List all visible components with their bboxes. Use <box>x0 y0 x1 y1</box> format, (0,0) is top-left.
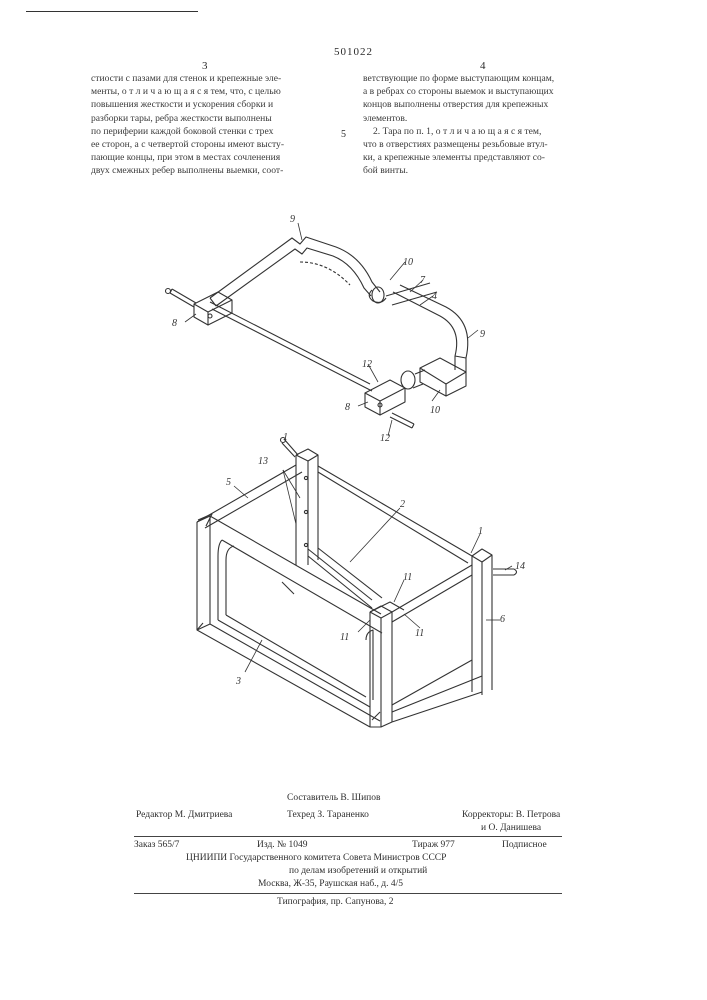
text-line: 2. Тара по п. 1, о т л и ч а ю щ а я с я… <box>363 125 608 138</box>
text-line: ки, а крепежные элементы представляют со… <box>363 151 608 164</box>
margin-line-number: 5 <box>341 129 346 140</box>
text-line: повышения жесткости и ускорения сборки и <box>91 98 321 111</box>
label-5: 5 <box>226 477 231 488</box>
label-8: 8 <box>172 318 177 329</box>
divider <box>134 893 562 894</box>
correctors: Корректоры: В. Петрова <box>462 810 560 820</box>
label-10: 10 <box>403 257 413 268</box>
label-3: 3 <box>235 676 241 687</box>
technical-drawing: 9 10 7 4 9 8 12 8 10 12 1 13 5 2 1 14 11… <box>0 200 707 760</box>
text-line: менты, о т л и ч а ю щ а я с я тем, что,… <box>91 85 321 98</box>
label-13: 13 <box>258 456 268 467</box>
organization: ЦНИИПИ Государственного комитета Совета … <box>186 853 446 863</box>
label-1: 1 <box>283 432 288 443</box>
left-column-number: 3 <box>202 60 208 72</box>
order-number: Заказ 565/7 <box>134 840 179 850</box>
top-rule <box>26 11 198 12</box>
label-11: 11 <box>415 628 424 639</box>
text-line: а в ребрах со стороны выемок и выступающ… <box>363 85 608 98</box>
label-9: 9 <box>290 214 295 225</box>
claims-left-column: стиости с пазами для стенок и крепежные … <box>91 72 321 178</box>
text-line: по периферии каждой боковой стенки с тре… <box>91 125 321 138</box>
text-line: элементов. <box>363 112 608 125</box>
text-line: бой винты. <box>363 164 608 177</box>
correctors-continued: и О. Данишева <box>481 823 541 833</box>
label-14: 14 <box>515 561 525 572</box>
patent-number: 501022 <box>0 46 707 58</box>
edition-number: Изд. № 1049 <box>257 840 307 850</box>
label-8: 8 <box>345 402 350 413</box>
label-1: 1 <box>478 526 483 537</box>
text-line: двух смежных ребер выполнены выемки, соо… <box>91 164 321 177</box>
label-11: 11 <box>403 572 412 583</box>
text-line: концов выполнены отверстия для крепежных <box>363 98 608 111</box>
label-6: 6 <box>500 614 505 625</box>
text-line: ветствующие по форме выступающим концам, <box>363 72 608 85</box>
organization-address: Москва, Ж-35, Раушская наб., д. 4/5 <box>258 879 403 889</box>
label-12: 12 <box>380 433 390 444</box>
label-9: 9 <box>480 329 485 340</box>
label-4: 4 <box>432 291 437 302</box>
compiler: Составитель В. Шипов <box>287 793 380 803</box>
text-line: что в отверстиях размещены резьбовые вту… <box>363 138 608 151</box>
text-line: ее сторон, а с четвертой стороны имеют в… <box>91 138 321 151</box>
subscription: Подписное <box>502 840 547 850</box>
claims-right-column: ветствующие по форме выступающим концам,… <box>363 72 608 178</box>
upper-rib-frame <box>166 237 468 428</box>
label-2: 2 <box>400 499 405 510</box>
right-column-number: 4 <box>480 60 486 72</box>
label-11: 11 <box>340 632 349 643</box>
organization-dept: по делам изобретений и открытий <box>289 866 427 876</box>
tech-editor: Техред З. Тараненко <box>287 810 369 820</box>
text-line: стиости с пазами для стенок и крепежные … <box>91 72 321 85</box>
editor: Редактор М. Дмитриева <box>136 810 232 820</box>
circulation: Тираж 977 <box>412 840 455 850</box>
divider <box>134 836 562 837</box>
label-12: 12 <box>362 359 372 370</box>
label-10: 10 <box>430 405 440 416</box>
text-line: пающие концы, при этом в местах сочленен… <box>91 151 321 164</box>
assembled-container <box>197 438 517 728</box>
printing-house: Типография, пр. Сапунова, 2 <box>277 897 393 907</box>
text-line: разборки тары, ребра жесткости выполнены <box>91 112 321 125</box>
